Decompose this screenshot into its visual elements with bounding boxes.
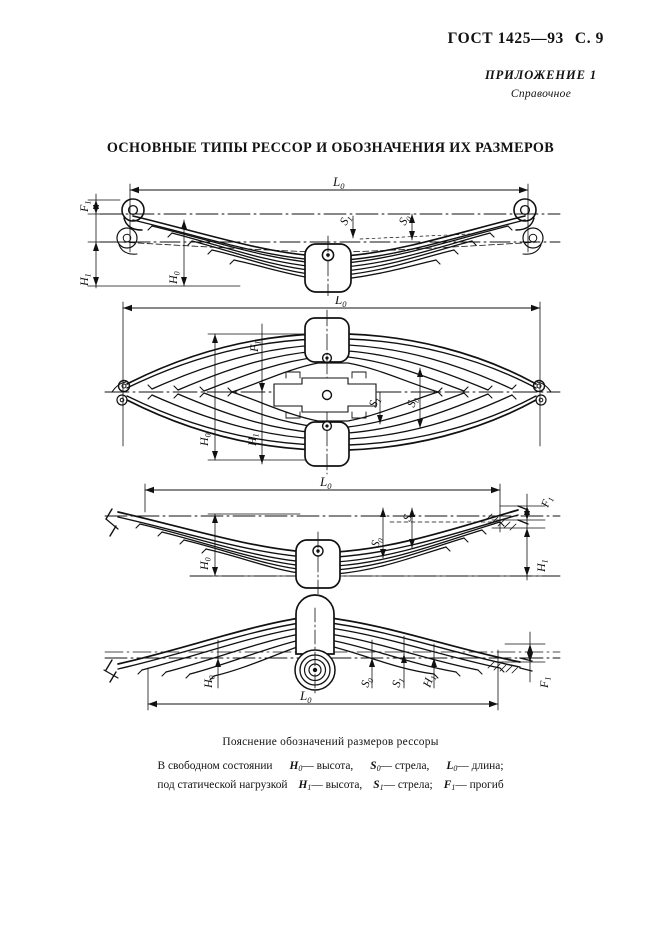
label-F1: F1 — [539, 495, 556, 511]
label-S1: S1 — [400, 509, 418, 524]
label-H1: H1 — [77, 273, 93, 287]
label-H1: H1 — [419, 672, 438, 690]
symbol-H1: H — [298, 779, 308, 791]
standard-number: ГОСТ 1425—93 — [447, 30, 564, 47]
figure-spring-with-flat-ends: L0 H0 S0 S1 F1 H1 — [0, 476, 661, 594]
caption-S0-text: — стрела, — [380, 760, 430, 772]
caption-H0-text: — высота, — [302, 760, 354, 772]
label-H0: H0 — [197, 557, 213, 571]
page-number: С. 9 — [574, 30, 604, 47]
label-L0: L0 — [319, 476, 332, 491]
caption-line-2-lead: под статической нагрузкой — [157, 779, 288, 791]
caption-F1-text: — прогиб — [455, 779, 504, 791]
label-H1: H1 — [245, 433, 261, 447]
label-F1: F1 — [537, 677, 553, 689]
symbol-S0-sub: 0 — [376, 764, 381, 773]
label-H0: H0 — [201, 675, 217, 689]
figure-semi-elliptic-spring-with-eyes: L0 F1 H1 H0 S1 S0 — [0, 168, 661, 296]
label-L0: L0 — [334, 296, 347, 309]
label-H0: H0 — [197, 433, 213, 447]
caption-title: Пояснение обозначений размеров рессоры — [222, 736, 439, 748]
symbol-L0-sub: 0 — [453, 764, 458, 773]
label-F1: F1 — [247, 341, 263, 353]
annex-title: ПРИЛОЖЕНИЕ 1 — [485, 68, 597, 82]
symbol-L0: L — [446, 760, 454, 772]
annex-subtitle: Справочное — [510, 88, 572, 100]
caption-L0-text: — длина; — [457, 760, 504, 772]
page-header: ГОСТ 1425—93 С. 9 — [448, 30, 604, 48]
label-F1: F1 — [77, 201, 93, 213]
label-L0: L0 — [299, 688, 312, 705]
symbol-S1-sub: 1 — [379, 783, 384, 792]
figure-full-elliptic-spring: L0 F1 H0 H1 S1 S0 — [0, 296, 661, 478]
symbol-S0: S — [370, 760, 377, 772]
label-S0: S0 — [358, 675, 376, 690]
symbol-F1-sub: 1 — [451, 783, 456, 792]
label-L0: L0 — [332, 174, 345, 191]
symbol-H1-sub: 1 — [307, 783, 312, 792]
figure-inverted-spring-with-center-bushing: H0 S0 S1 H1 F1 L0 — [0, 592, 661, 718]
caption-H1-text: — высота, — [311, 779, 363, 791]
label-H1: H1 — [534, 559, 550, 573]
caption-line-1-lead: В свободном состоянии — [157, 760, 273, 772]
label-H0: H0 — [166, 271, 182, 285]
label-S0: S0 — [404, 395, 422, 410]
caption-S1-text: — стрела; — [383, 779, 433, 791]
symbol-H0-sub: 0 — [298, 764, 303, 773]
page-title: ОСНОВНЫЕ ТИПЫ РЕССОР И ОБОЗНАЧЕНИЯ ИХ РА… — [106, 140, 555, 156]
symbol-H0: H — [289, 760, 299, 772]
symbol-S1: S — [373, 779, 380, 791]
symbol-F1: F — [443, 779, 452, 791]
